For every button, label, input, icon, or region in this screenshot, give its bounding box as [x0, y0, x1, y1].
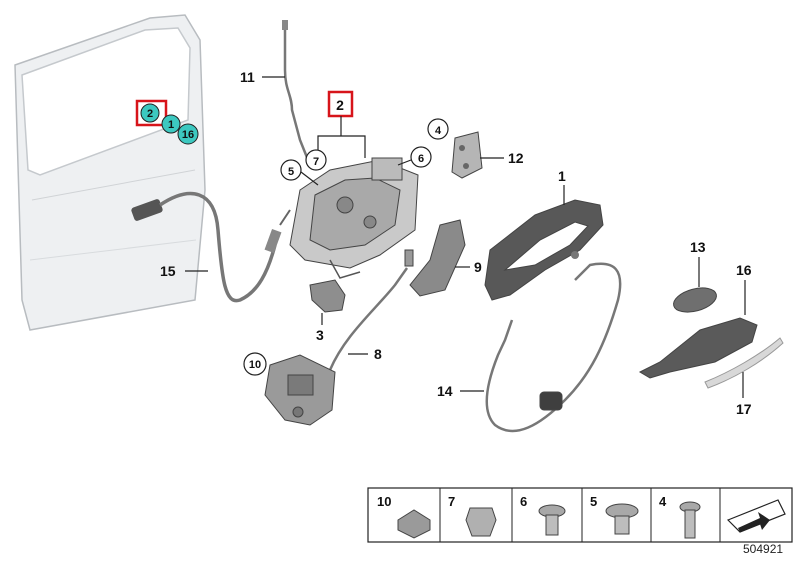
callout-15: 15: [160, 263, 176, 279]
callout-1: 1: [558, 168, 566, 184]
legend-panel-icon: [726, 499, 786, 533]
legend-item-10-label: 10: [377, 494, 391, 509]
callout-16: 16: [736, 262, 752, 278]
diagram-reference-number: 504921: [743, 542, 783, 556]
door-marker-16: [177, 123, 199, 145]
part-13-cap: [673, 287, 717, 313]
door-marker-16-label: 16: [182, 129, 194, 141]
door-marker-2-label: 2: [147, 108, 153, 120]
circled-10: 10: [249, 359, 261, 371]
circled-4: 4: [435, 125, 442, 137]
part-9-bracket: [409, 219, 466, 297]
circled-6: 6: [418, 153, 424, 165]
door-marker-1-label: 1: [168, 119, 174, 131]
part-17-trim: [704, 337, 784, 389]
callout-13: 13: [690, 239, 706, 255]
legend-nut-icon: [397, 509, 431, 539]
part-1-handle-carrier: [484, 199, 604, 301]
legend-arrow-icon: [738, 512, 770, 532]
door-marker-2: [140, 103, 160, 123]
legend-item-4-label: 4: [659, 494, 667, 509]
callout-3: 3: [316, 327, 324, 343]
door-marker-highlight: [135, 99, 168, 127]
callout-14: 14: [437, 383, 453, 399]
legend-item-7-label: 7: [448, 494, 455, 509]
door-marker-group: 2 1 16: [135, 99, 199, 145]
callout-12: 12: [508, 150, 524, 166]
callout-2: 2: [336, 97, 344, 113]
fastener-legend: 10 7 6 5 4: [367, 487, 793, 543]
legend-clip-icon: [465, 507, 497, 537]
part-14-cable: [485, 262, 622, 433]
circled-7: 7: [313, 156, 319, 168]
part-16-handle: [638, 317, 758, 379]
circled-5: 5: [288, 166, 294, 178]
legend-item-6-label: 6: [520, 494, 527, 509]
callout-9: 9: [474, 259, 482, 275]
callout-8: 8: [374, 346, 382, 362]
part-8-cable: [328, 249, 414, 371]
part-12-striker: [451, 131, 483, 179]
part-10-actuator: [264, 354, 336, 426]
callout-11: 11: [240, 69, 255, 85]
part-11-rod: [282, 20, 312, 166]
legend-item-5-label: 5: [590, 494, 597, 509]
callout-17: 17: [736, 401, 752, 417]
part-2-lock-assembly: [289, 157, 419, 279]
part-3-bracket: [309, 279, 346, 313]
door-panel: [14, 14, 206, 331]
part-15-cable: [131, 191, 291, 303]
door-marker-1: [161, 114, 181, 134]
